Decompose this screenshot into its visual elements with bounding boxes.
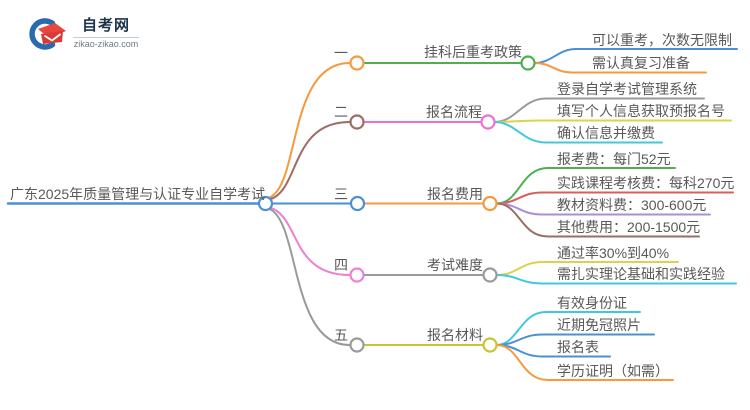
leaf-label-3-4: 其他费用：200-1500元 [557, 219, 701, 235]
branch-title-1: 挂科后重考政策 [424, 44, 522, 60]
number-node-circle-2 [349, 114, 365, 130]
number-node-circle-3 [349, 195, 366, 212]
root-topic-label: 广东2025年质量管理与认证专业自学考试 [10, 186, 266, 202]
logo-divider [73, 36, 139, 38]
logo-title: 自考网 [81, 16, 130, 34]
branch-number-3: 三 [334, 186, 348, 202]
leaf-label-1-1: 可以重考，次数无限制 [592, 32, 732, 48]
leaf-line-4-2 [495, 274, 737, 285]
leaf-label-5-3: 报名表 [557, 339, 599, 355]
branch-number-2: 二 [334, 104, 348, 120]
branch-number-1: 一 [334, 45, 348, 61]
title-node-circle-5 [482, 337, 498, 353]
leaf-label-4-1: 通过率30%到40% [557, 245, 670, 261]
connector-branch-2 [268, 121, 351, 201]
leaf-label-3-1: 报考费：每门52元 [557, 151, 671, 167]
leaf-line-3-4 [495, 202, 700, 238]
title-node-circle-4 [482, 267, 498, 283]
leaf-label-2-1: 登录自学考试管理系统 [557, 81, 697, 97]
leaf-line-2-3 [493, 121, 663, 144]
branch-title-4: 考试难度 [427, 257, 483, 273]
leaf-line-5-4 [495, 344, 674, 381]
site-logo[interactable]: 自考网 zikao-zikao.com [28, 13, 139, 53]
leaf-label-3-3: 教材资料费：300-600元 [557, 197, 707, 213]
leaf-line-2-2 [493, 119, 732, 123]
leaf-label-1-2: 需认真复习准备 [592, 55, 690, 71]
leaf-label-2-3: 确认信息并缴费 [557, 125, 655, 141]
graduation-cap-icon [29, 18, 66, 50]
branch-number-5: 五 [334, 327, 348, 343]
connector-branch-4 [268, 206, 351, 276]
leaf-label-3-2: 实践课程考核费：每科270元 [557, 175, 735, 191]
connector-branch-5 [268, 208, 351, 346]
leaf-label-5-1: 有效身份证 [557, 295, 627, 311]
title-node-circle-3 [482, 195, 498, 212]
branch-title-5: 报名材料 [427, 327, 483, 343]
title-node-circle-1 [520, 55, 536, 71]
leaf-label-4-2: 需扎实理论基础和实践经验 [557, 266, 725, 282]
root-node-circle [257, 195, 274, 212]
leaf-label-5-4: 学历证明（如需） [557, 363, 669, 379]
branch-number-4: 四 [334, 257, 348, 273]
leaf-label-5-2: 近期免冠照片 [557, 317, 641, 333]
logo-domain: zikao-zikao.com [73, 38, 139, 49]
title-node-circle-2 [480, 114, 496, 130]
connector-branch-1 [268, 62, 351, 199]
leaf-label-2-2: 填写个人信息获取预报名号 [557, 103, 725, 119]
branch-title-2: 报名流程 [426, 104, 482, 120]
number-node-circle-1 [349, 55, 365, 71]
branch-title-3: 报名费用 [427, 186, 483, 202]
number-node-circle-4 [349, 267, 365, 283]
leaf-line-1-2 [533, 62, 707, 74]
number-node-circle-5 [349, 337, 365, 353]
